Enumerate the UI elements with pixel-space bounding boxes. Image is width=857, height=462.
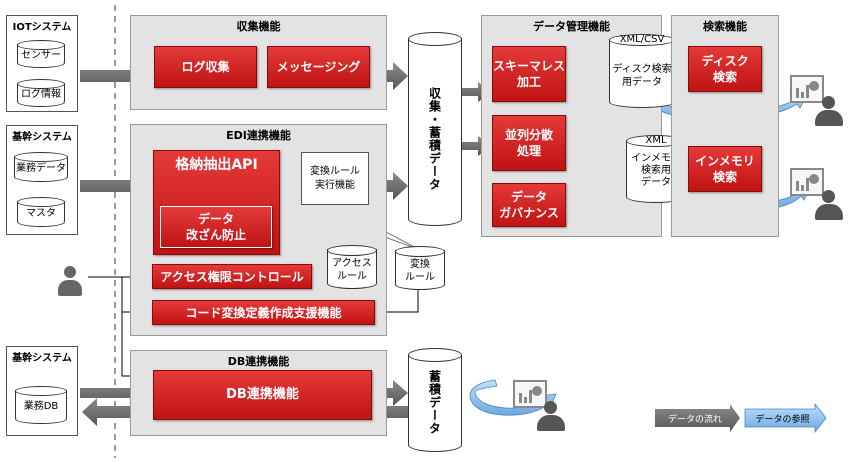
user-icon [534,401,568,431]
collect-title: 収集機能 [236,20,281,33]
main-storage-db-icon: 収集・蓄積データ [408,32,462,226]
core-system-title: 基幹システム [12,132,72,143]
db-storage-label: 蓄積データ [427,370,442,435]
governance-line2: ガバナンス [499,206,559,220]
business-db-icon: 業務DB [15,386,67,424]
access-rule-line2: ルール [337,271,367,282]
mem-search-line2: 検索 [712,170,737,184]
messaging-box: メッセージング [267,46,370,88]
disk-data-top: XML/CSV [619,34,665,45]
monitor-icon [790,75,824,103]
conv-exec-line2: 実行機能 [315,179,355,191]
mgmt-title: データ管理機能 [533,20,610,33]
tamper-box: データ 改ざん防止 [160,206,272,248]
master-label: マスタ [26,208,56,219]
sensor-label: センサー [21,50,61,61]
monitor-icon [790,168,824,196]
schemaless-line1: スキーマレス [493,59,566,73]
mem-data-line2: 検索用 [641,165,671,176]
disk-search-line1: ディスク [701,54,749,68]
log-info-db-icon: ログ情報 [17,79,65,107]
tamper-line1: データ [197,212,234,226]
db-title: DB連携機能 [227,355,290,368]
iot-system-title: IOTシステム [12,22,72,33]
core-system2-title: 基幹システム [12,353,72,364]
main-storage-label: 収集・蓄積データ [427,87,442,191]
parallel-box: 並列分散 処理 [492,115,566,171]
disk-search-box: ディスク 検索 [688,46,762,92]
monitor-icon [513,380,547,408]
conv-rule-line2: ルール [405,272,435,283]
tamper-line2: 改ざん防止 [185,228,246,242]
governance-box: データ ガバナンス [492,183,566,227]
log-collect-box: ログ収集 [154,46,257,88]
line-codedef-rule [375,288,419,313]
business-data-db-icon: 業務データ [14,152,68,182]
access-control-box: アクセス権限コントロール [152,264,312,289]
db-link-box: DB連携機能 [153,370,372,420]
conv-exec-box: 変換ルール 実行機能 [301,152,369,205]
business-db-label: 業務DB [23,401,59,412]
db-storage-db-icon: 蓄積データ [408,348,462,452]
conv-rule-db-icon: 変換 ルール [395,246,445,290]
mem-data-top: XML [645,135,667,146]
mem-search-line1: インメモリ [695,154,755,168]
log-info-label: ログ情報 [21,89,61,100]
user-icon [56,266,84,298]
mem-data-line1: インメモリ [631,153,681,164]
access-rule-line1: アクセス [332,258,372,269]
search-title: 検索機能 [703,20,747,33]
user-icon [812,190,846,220]
access-rule-db-icon: アクセス ルール [327,245,377,289]
parallel-line2: 処理 [516,144,541,158]
mem-search-box: インメモリ 検索 [688,146,762,192]
user-icon [812,96,846,126]
master-db-icon: マスタ [17,197,65,227]
legend-flow-label: データの流れ [667,415,722,425]
conv-exec-line1: 変換ルール [310,165,360,177]
edi-title: EDI連携機能 [226,129,291,142]
disk-data-db-icon: XML/CSV ディスク検索 用データ [609,34,675,108]
disk-search-line2: 検索 [712,70,737,84]
api-label: 格納抽出API [175,157,258,173]
disk-data-line1: ディスク検索 [612,64,672,75]
parallel-line1: 並列分散 [504,128,553,142]
code-def-box: コード変換定義作成支援機能 [152,300,375,325]
business-data-label: 業務データ [16,163,66,174]
disk-data-line2: 用データ [622,77,662,88]
governance-line1: データ [510,190,547,204]
legend-ref-label: データの参照 [755,415,810,425]
sensor-db-icon: センサー [17,40,65,68]
schemaless-box: スキーマレス 加工 [492,46,566,102]
schemaless-line2: 加工 [516,75,541,89]
conv-rule-line1: 変換 [410,259,430,270]
mem-data-line3: データ [641,177,671,188]
